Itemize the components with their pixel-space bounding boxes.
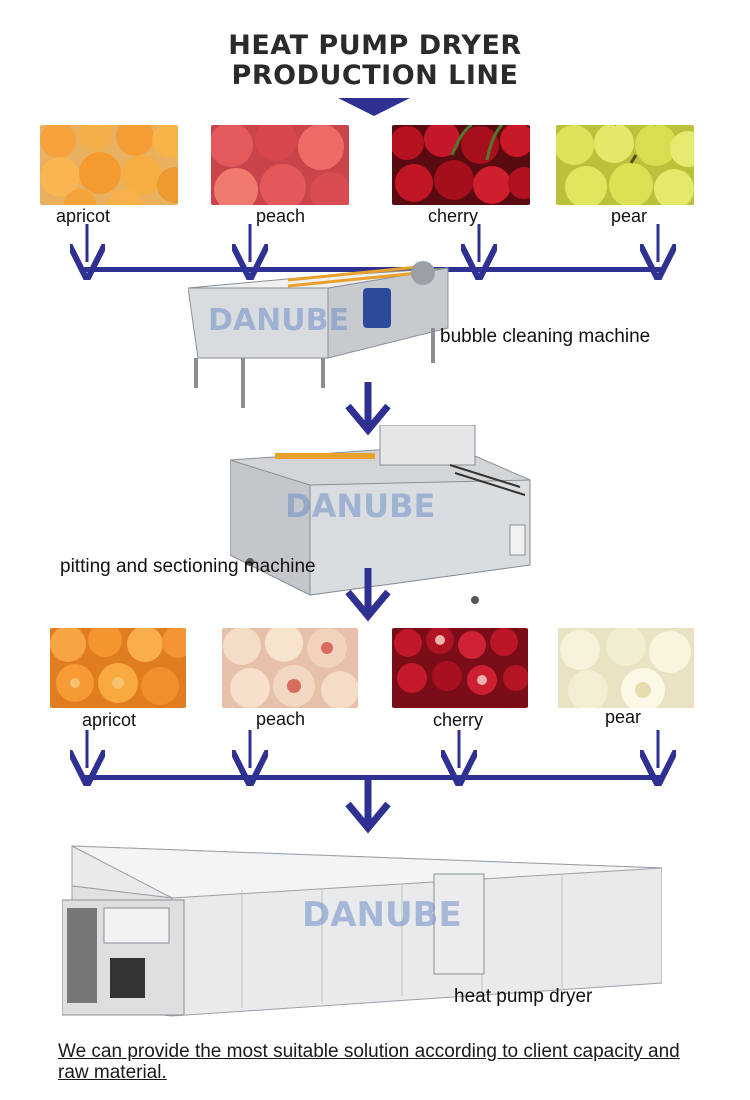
cut-pear-label: pear [605, 707, 642, 727]
pitting-sectioning-machine-photo: DANUBE [230, 425, 535, 605]
cut-fruit-connector [70, 730, 680, 788]
svg-text:DANUBE: DANUBE [285, 487, 435, 525]
peach-photo [211, 125, 349, 205]
watermark-brand: DANUBE [208, 303, 349, 338]
apricot-photo [40, 125, 178, 205]
down-arrow-icon [345, 382, 391, 436]
cut-cherry-label: cherry [433, 710, 484, 730]
footer-line2: raw material. [58, 1062, 167, 1083]
sliced-apricot-photo [50, 628, 186, 708]
raw-cherry-label: cherry [428, 206, 479, 226]
raw-apricot-label: apricot [56, 206, 111, 226]
sliced-pear-photo [558, 628, 694, 708]
heat-pump-dryer-photo: DANUBE [62, 838, 662, 1018]
down-arrow-icon [345, 568, 391, 622]
raw-fruit-connector [70, 224, 680, 282]
pitting-machine-label: pitting and sectioning machine [60, 556, 316, 577]
page-title-line1: HEAT PUMP DRYER [228, 30, 522, 61]
title-chevron-icon [338, 98, 410, 116]
sliced-peach-photo [222, 628, 358, 708]
raw-pear-label: pear [611, 206, 648, 226]
pitted-cherry-photo [392, 628, 528, 708]
page-title-line2: PRODUCTION LINE [231, 60, 519, 91]
cherry-photo [392, 125, 530, 205]
bubble-cleaning-machine-photo: DANUBE [188, 248, 458, 408]
svg-text:DANUBE: DANUBE [302, 895, 462, 935]
dryer-label: heat pump dryer [454, 986, 593, 1007]
down-arrow-icon [345, 780, 391, 834]
cut-peach-label: peach [256, 709, 306, 729]
footer-line1: We can provide the most suitable solutio… [58, 1041, 680, 1062]
raw-peach-label: peach [256, 206, 306, 226]
pear-photo [556, 125, 694, 205]
cut-apricot-label: apricot [82, 710, 137, 730]
cleaning-machine-label: bubble cleaning machine [440, 326, 651, 347]
